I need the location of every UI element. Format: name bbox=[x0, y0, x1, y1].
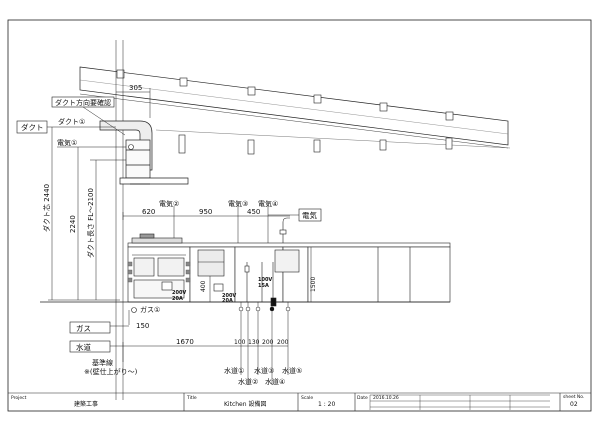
duct-length-label: ダクト長さ FL～2100 bbox=[86, 188, 95, 258]
spec-c-label: 100V bbox=[258, 277, 272, 283]
project-value: 建築工事 bbox=[74, 400, 98, 408]
water-risers bbox=[240, 302, 289, 385]
dim-1670-label: 1670 bbox=[176, 338, 194, 346]
dim-400-label: 400 bbox=[200, 280, 207, 292]
water1-label: 水道① bbox=[224, 366, 244, 375]
duct-check-label: ダクト方向要確認 bbox=[55, 98, 111, 107]
water3-label: 水道③ bbox=[254, 366, 274, 375]
dim-2240-label: 2240 bbox=[69, 215, 77, 233]
sheet-value: 02 bbox=[570, 401, 578, 408]
gas-box-label: ガス bbox=[76, 323, 91, 333]
water-outlets bbox=[238, 306, 291, 312]
duct-box-label: ダクト bbox=[21, 122, 44, 132]
cabinet-hatch-markers bbox=[127, 261, 191, 283]
datum-note-label: ※(壁仕上がり～) bbox=[84, 367, 138, 376]
elec2-label: 電気② bbox=[159, 199, 179, 208]
dim-620-label: 620 bbox=[142, 208, 155, 216]
water5-label: 水道⑤ bbox=[282, 366, 302, 375]
sheet-label: sheet No. bbox=[563, 394, 584, 400]
spec-a-label: 200V bbox=[172, 290, 186, 296]
dim-450-label: 450 bbox=[247, 208, 260, 216]
gas-box bbox=[69, 321, 111, 334]
spec-f-label: 20A bbox=[222, 298, 233, 304]
top-dimensions bbox=[122, 206, 290, 245]
roof-vents bbox=[116, 69, 454, 155]
dim-100-label: 100 bbox=[234, 339, 246, 346]
dim-1500-label: 1500 bbox=[310, 277, 317, 292]
gas1-label: ガス① bbox=[140, 305, 160, 314]
drain-pipes bbox=[244, 262, 277, 307]
outlet-200v-right-icon bbox=[213, 283, 224, 292]
duct-center-label: ダクト芯 2440 bbox=[42, 184, 51, 232]
date-label: Date bbox=[357, 395, 368, 401]
spec-b-label: 20A bbox=[172, 296, 183, 302]
outlet-200v-left-icon bbox=[161, 281, 173, 291]
dim-130-label: 130 bbox=[248, 339, 260, 346]
elec1-outlet-icon bbox=[128, 144, 134, 150]
scale-label: Scale bbox=[301, 395, 313, 401]
dim-150-label: 150 bbox=[136, 322, 149, 330]
kitchen-counter bbox=[40, 217, 451, 303]
spec-e-label: 200V bbox=[222, 293, 236, 299]
water2-label: 水道② bbox=[238, 377, 258, 386]
gas1-valve-icon bbox=[131, 307, 137, 313]
water-dimension-line bbox=[110, 342, 288, 350]
dim-200a-label: 200 bbox=[262, 339, 274, 346]
elec-box-label: 電気 bbox=[302, 210, 317, 220]
project-label: Project bbox=[11, 395, 27, 401]
scale-value: 1 : 20 bbox=[318, 401, 335, 408]
dim-200b-label: 200 bbox=[277, 339, 289, 346]
title-label: Title bbox=[186, 395, 197, 401]
title-block bbox=[8, 392, 591, 411]
drawing-border bbox=[7, 19, 592, 412]
water-box bbox=[69, 340, 111, 353]
elec1-label: 電気① bbox=[57, 138, 77, 147]
spec-d-label: 15A bbox=[258, 283, 269, 289]
water4-label: 水道④ bbox=[265, 377, 285, 386]
date-value: 2016.10.26 bbox=[373, 395, 399, 401]
elec4-label: 電気④ bbox=[258, 199, 278, 208]
title-value: Kitchen 設備図 bbox=[224, 400, 266, 408]
dim-950-label: 950 bbox=[199, 208, 212, 216]
duct-check-leader bbox=[82, 106, 126, 136]
datum-line-label: 基準線 bbox=[92, 358, 113, 367]
duct1-label: ダクト① bbox=[58, 117, 85, 126]
dim-305 bbox=[116, 88, 151, 118]
vertical-dimensions bbox=[48, 127, 126, 301]
elec3-label: 電気③ bbox=[228, 199, 248, 208]
dim-305-label: 305 bbox=[129, 84, 142, 92]
water-box-label: 水道 bbox=[76, 342, 91, 352]
